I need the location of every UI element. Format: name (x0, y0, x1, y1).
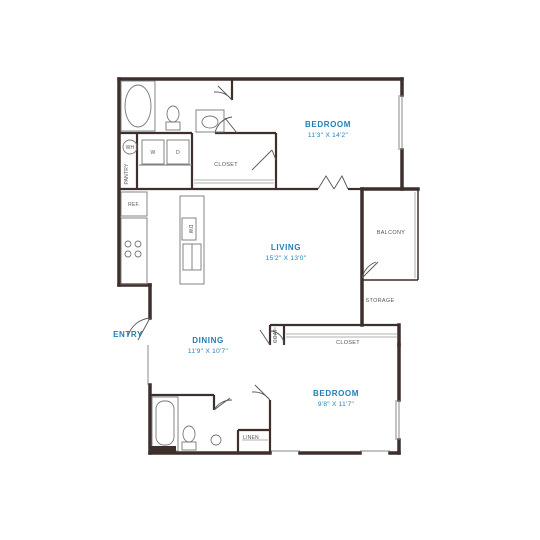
doors (127, 85, 379, 411)
water-heater-label: WH (126, 145, 135, 151)
balcony-outline (362, 189, 419, 281)
water-heater-icon (122, 139, 138, 155)
bedroom1-name: BEDROOM (305, 120, 351, 129)
closet-bottom-label: CLOSET (336, 340, 360, 346)
exterior-walls (117, 77, 420, 455)
balcony-label: BALCONY (377, 230, 405, 236)
bathroom-fixtures-top (120, 80, 225, 133)
room-labels: BEDROOM 11'3" X 14'2" LIVING 15'2" X 13'… (113, 120, 359, 408)
dining-name: DINING (192, 336, 224, 345)
dryer-icon (166, 139, 190, 165)
storage-label: STORAGE (366, 298, 395, 304)
dryer-label: D (176, 150, 180, 156)
washer-label: W (151, 150, 156, 156)
entry-label: ENTRY (113, 330, 143, 339)
linen-label: LINEN (243, 435, 259, 441)
kitchen-fixtures (120, 191, 205, 285)
washer-icon (141, 139, 165, 165)
minor-labels: BALCONY STORAGE CLOSET CLOSET COAT LINEN… (124, 145, 405, 441)
bedroom1-dims: 11'3" X 14'2" (308, 132, 349, 139)
refrigerator-icon (120, 191, 148, 217)
ref-label: REF. (128, 202, 140, 208)
dishwasher-icon (181, 217, 197, 241)
windows (147, 95, 403, 452)
living-name: LIVING (271, 243, 301, 252)
closet-top-label: CLOSET (214, 162, 238, 168)
living-dims: 15'2" X 13'0" (266, 255, 307, 262)
bedroom2-name: BEDROOM (313, 389, 359, 398)
bathroom-fixtures-bottom (150, 396, 222, 453)
dining-dims: 11'9" X 10'7" (188, 348, 229, 355)
coat-label: COAT (273, 329, 279, 343)
interior-walls (119, 79, 399, 453)
laundry (122, 139, 192, 166)
dw-label: DW (187, 225, 193, 234)
pantry-label: PANTRY (124, 163, 130, 184)
bedroom2-dims: 9'8" X 11'7" (318, 401, 355, 408)
closet-shelves (194, 179, 397, 441)
